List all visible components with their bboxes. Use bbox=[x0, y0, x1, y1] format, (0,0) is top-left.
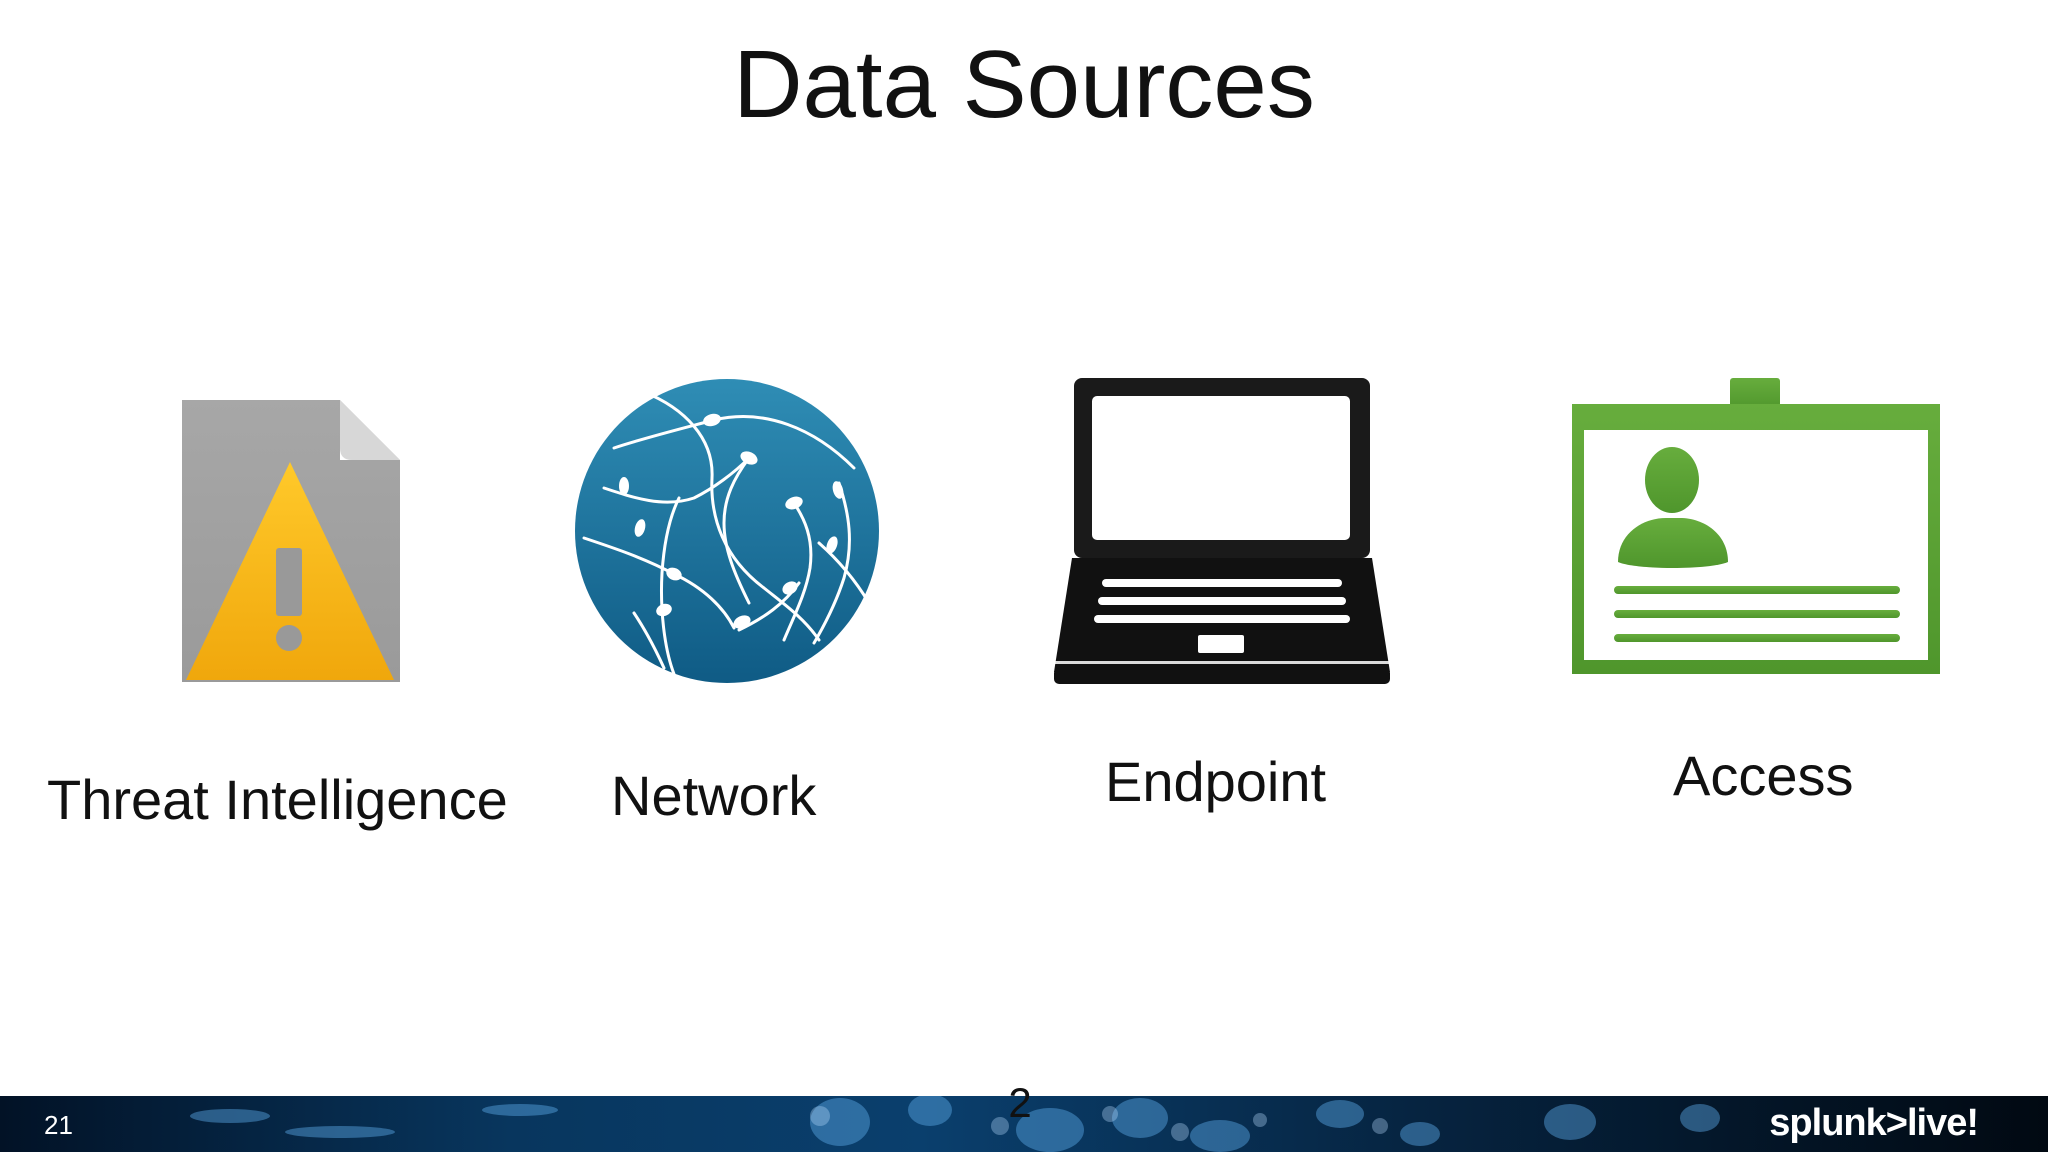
id-badge-icon bbox=[1572, 378, 1940, 674]
source-label-endpoint: Endpoint bbox=[1105, 750, 1327, 813]
data-pattern-background bbox=[0, 1096, 2048, 1152]
warning-document-icon bbox=[182, 400, 400, 682]
footer-bar: 21 splunk>live! bbox=[0, 1096, 2048, 1152]
splunk-live-logo: splunk>live! bbox=[1769, 1102, 1979, 1144]
source-label-access: Access bbox=[1673, 744, 1854, 807]
center-page-number: 2 bbox=[1008, 1079, 1032, 1126]
slide-title: Data Sources bbox=[733, 31, 1315, 138]
source-label-network: Network bbox=[611, 764, 817, 827]
laptop-icon bbox=[1054, 378, 1390, 684]
slide-number: 21 bbox=[44, 1110, 73, 1140]
source-label-threat-intelligence: Threat Intelligence bbox=[47, 768, 508, 831]
globe-network-icon bbox=[575, 379, 879, 683]
